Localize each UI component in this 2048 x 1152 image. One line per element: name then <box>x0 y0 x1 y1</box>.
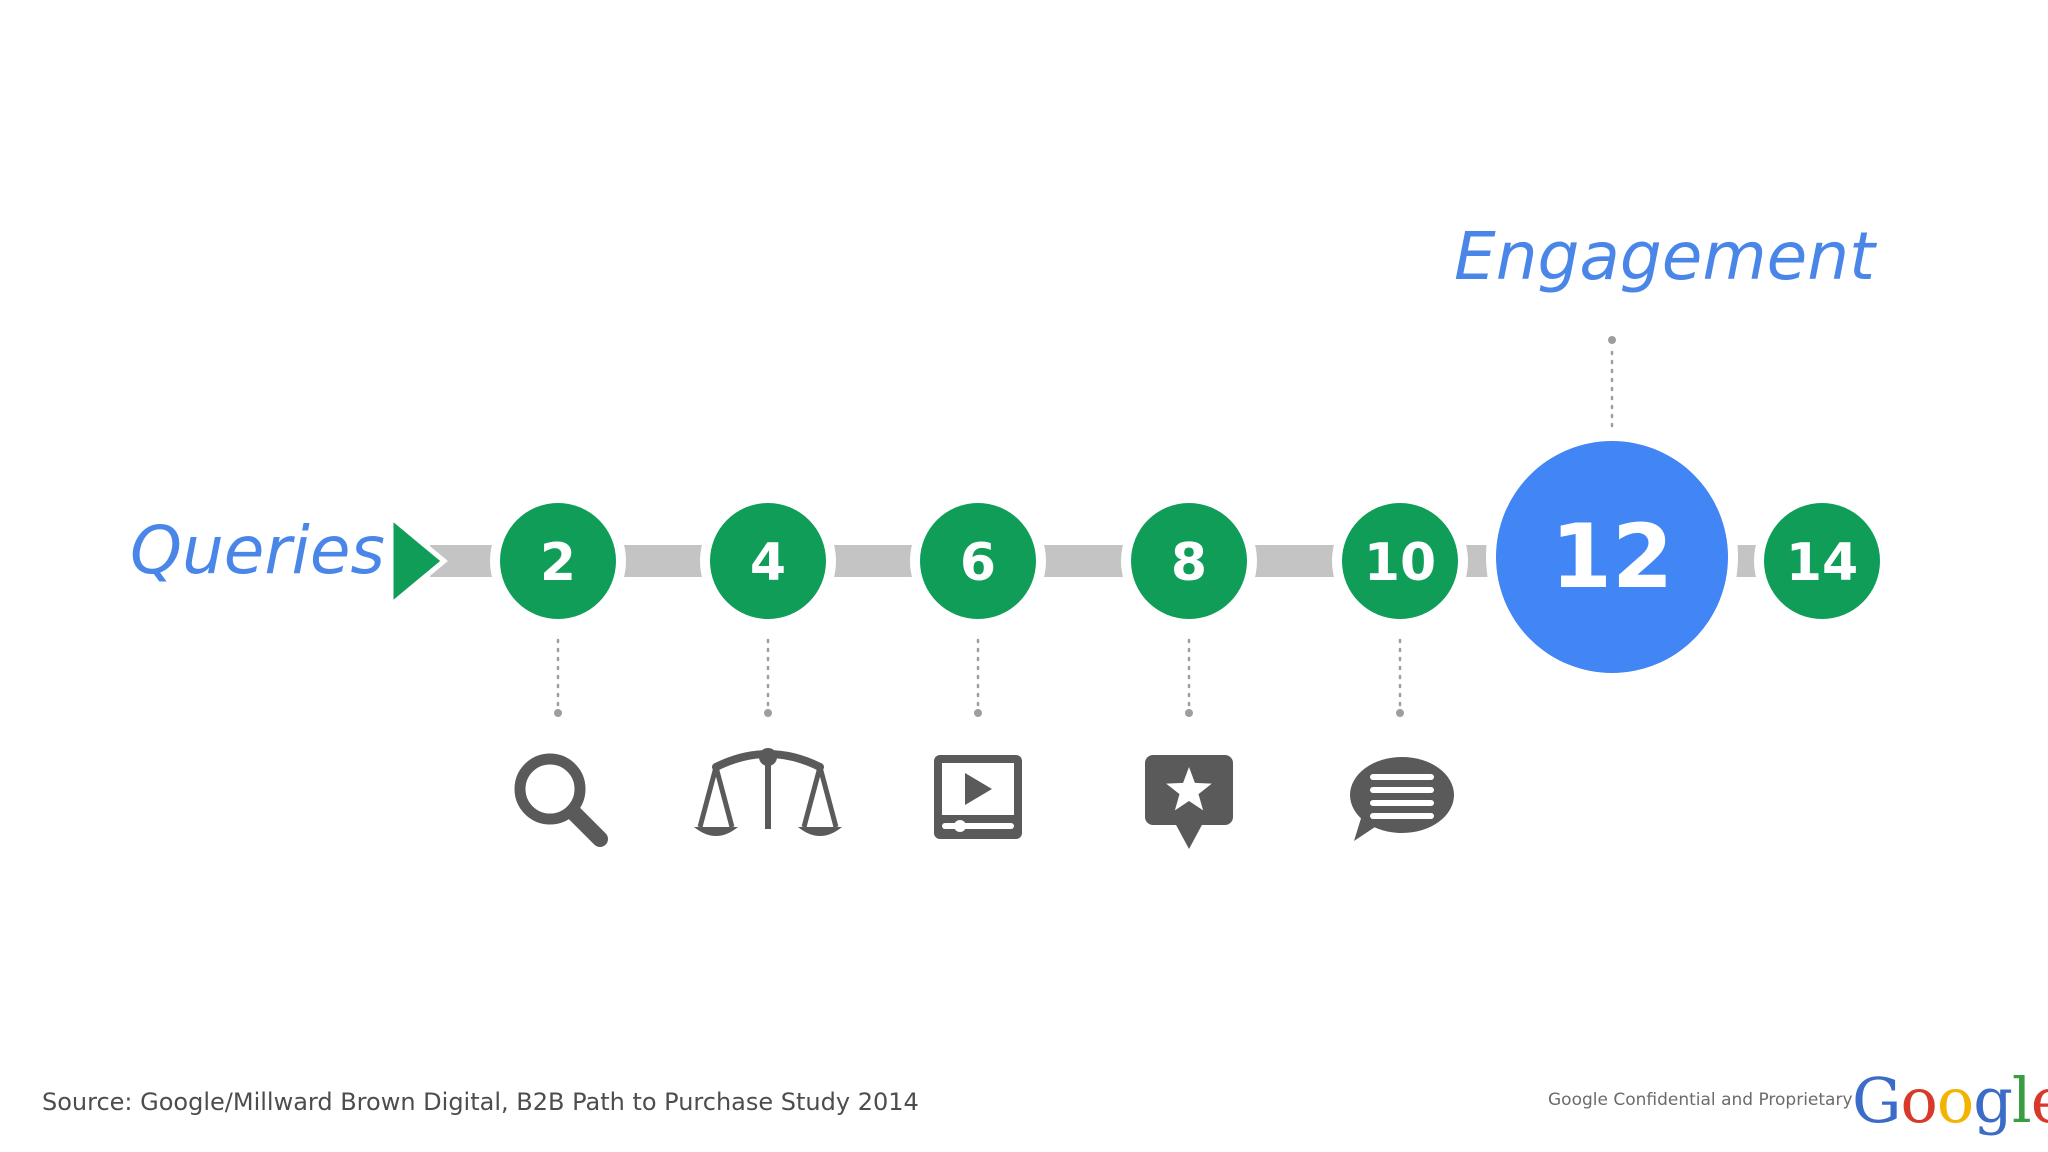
scales-icon <box>694 748 842 836</box>
queries-label: Queries <box>130 512 385 589</box>
logo-letter: o <box>1900 1064 1938 1137</box>
google-logo: Google™ <box>1852 1064 2048 1137</box>
step-number: 4 <box>750 533 786 593</box>
connector-dot <box>764 709 772 717</box>
step-circle <box>920 503 1036 619</box>
step-number: 10 <box>1364 533 1436 593</box>
step-circle <box>710 503 826 619</box>
step-number: 14 <box>1786 533 1858 593</box>
logo-letter: l <box>2011 1064 2032 1137</box>
step-circle <box>1342 503 1458 619</box>
step-number: 2 <box>540 533 576 593</box>
connector-dot <box>554 709 562 717</box>
step-circle <box>1764 503 1880 619</box>
step-circle <box>1131 503 1247 619</box>
search-icon <box>514 753 608 847</box>
logo-letter: G <box>1852 1064 1902 1137</box>
connector-dot <box>974 709 982 717</box>
step-circle <box>1496 441 1728 673</box>
step-number: 12 <box>1551 505 1673 608</box>
step-number: 8 <box>1171 533 1207 593</box>
start-arrow <box>388 511 448 611</box>
logo-letter: g <box>1973 1064 2013 1137</box>
video-icon <box>934 755 1022 839</box>
logo-letter: o <box>1936 1064 1974 1137</box>
confidential-note: Google Confidential and Proprietary <box>1548 1090 1853 1110</box>
logo-letter: e <box>2031 1064 2048 1137</box>
engagement-label: Engagement <box>1454 218 1875 295</box>
connector-dot <box>1396 709 1404 717</box>
chat-icon <box>1350 757 1454 841</box>
review-star-icon <box>1145 755 1233 849</box>
step-number: 6 <box>960 533 996 593</box>
step-circle <box>500 503 616 619</box>
connector-dot <box>1185 709 1193 717</box>
source-note: Source: Google/Millward Brown Digital, B… <box>42 1088 919 1116</box>
connector-dot <box>1608 336 1616 344</box>
